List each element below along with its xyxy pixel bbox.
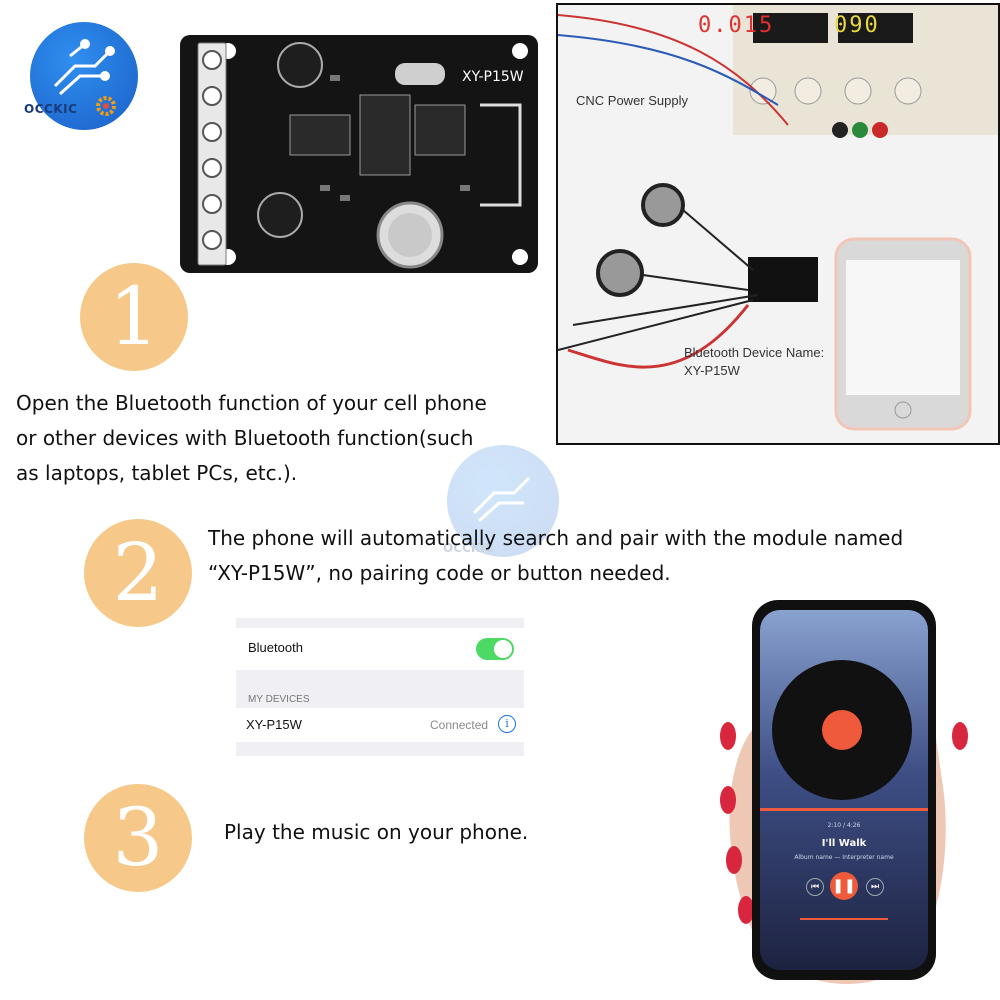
logo-text: OCCKIC xyxy=(24,102,78,116)
device-name: XY-P15W xyxy=(246,717,302,732)
setup-drawing xyxy=(558,5,998,431)
gear-icon xyxy=(96,96,116,116)
circuit-icon xyxy=(53,39,115,96)
step-3-circle: 3 xyxy=(84,784,192,892)
step-1-circle: 1 xyxy=(80,263,188,371)
bluetooth-label: Bluetooth xyxy=(248,640,303,655)
board-model-label: XY-P15W xyxy=(462,69,524,85)
pause-button[interactable]: ❚❚ xyxy=(830,872,858,900)
amplifier-board-image: XY-P15W xyxy=(180,35,538,273)
song-subtitle: Album name — Interpreter name xyxy=(794,854,894,861)
display-current: 0.015 xyxy=(698,13,775,38)
step-number: 3 xyxy=(112,791,164,884)
step-2-circle: 2 xyxy=(84,519,192,627)
bluetooth-settings-panel: Bluetooth MY DEVICES XY-P15W Connected i xyxy=(236,618,524,756)
bt-name-callout-1: Bluetooth Device Name: xyxy=(684,345,825,360)
toggle-knob xyxy=(494,640,512,658)
prev-button[interactable]: ⏮ xyxy=(806,878,824,896)
bluetooth-toggle[interactable] xyxy=(476,638,514,660)
watermark-text: OCCKIC xyxy=(443,541,494,555)
step-number: 1 xyxy=(108,270,160,363)
info-icon[interactable]: i xyxy=(498,715,516,733)
step-1-text: Open the Bluetooth function of your cell… xyxy=(16,386,487,491)
step-2-text: The phone will automatically search and … xyxy=(208,521,903,591)
step-1-line: as laptops, tablet PCs, etc.). xyxy=(16,461,298,485)
display-voltage: 090 xyxy=(834,13,880,38)
brand-logo: OCCKIC xyxy=(24,22,138,130)
step-number: 2 xyxy=(112,526,164,619)
step-2-line: The phone will automatically search and … xyxy=(208,526,904,550)
power-supply-callout: CNC Power Supply xyxy=(576,93,688,108)
step-1-line: Open the Bluetooth function of your cell… xyxy=(16,391,487,415)
bluetooth-row[interactable]: Bluetooth xyxy=(236,628,524,670)
setup-photo: 0.015 090 CNC Power Supply Bluetooth Dev… xyxy=(556,3,1000,445)
volume-slider[interactable] xyxy=(800,918,888,920)
track-time: 2:10 / 4:26 xyxy=(827,822,861,829)
section-header: MY DEVICES xyxy=(248,694,310,705)
device-status: Connected xyxy=(430,718,489,732)
step-3-text: Play the music on your phone. xyxy=(224,815,528,850)
vinyl-label xyxy=(822,710,862,750)
song-title: I'll Walk xyxy=(821,838,867,849)
bt-name-callout-2: XY-P15W xyxy=(684,363,740,378)
step-2-line: “XY-P15W”, no pairing code or button nee… xyxy=(208,561,671,585)
next-button[interactable]: ⏭ xyxy=(866,878,884,896)
step-1-line: or other devices with Bluetooth function… xyxy=(16,426,474,450)
watermark-logo: OCCKIC xyxy=(443,445,559,557)
circuit-icon xyxy=(472,476,531,523)
device-row[interactable]: XY-P15W Connected i xyxy=(236,708,524,742)
board-drawing xyxy=(197,42,528,269)
progress-bar[interactable] xyxy=(760,808,928,811)
step-3-line: Play the music on your phone. xyxy=(224,820,529,844)
music-phone: 2:10 / 4:26 I'll Walk Album name — Inter… xyxy=(752,600,936,980)
